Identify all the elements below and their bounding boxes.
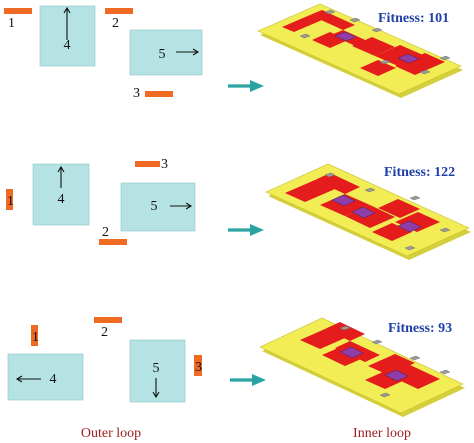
row-2-fitness: Fitness: 122 [384,165,455,180]
row-1-block-5-label: 5 [159,47,166,62]
row-1-outer-layout: 1 4 2 5 3 [4,5,203,101]
row-1-block-5-arrowhead-icon [192,48,200,56]
row-3-outer-layout: 1 2 4 5 3 [7,317,202,403]
row-2-bar-3 [135,161,160,167]
row-1-fitness: Fitness: 101 [378,11,449,26]
row-1-bar-2 [105,8,133,14]
row-2-block-4-label: 4 [58,192,65,207]
row-2-block-5 [120,182,196,232]
row-3-bar-2-label: 2 [101,325,108,340]
row-3-pcb-board [259,317,465,417]
row-3-bar-3 [194,355,202,376]
row-2-bar-3-label: 3 [161,157,168,172]
row-2-outer-layout: 1 4 3 5 2 [6,157,196,245]
row-3-block-5 [129,339,186,403]
row-3-block-5-label: 5 [153,361,160,376]
row-2-bar-2 [99,239,127,245]
row-3-fitness: Fitness: 93 [388,321,452,336]
row-3-block-4-label: 4 [50,372,57,387]
row-2-pcb-board [265,163,471,260]
row-3-block-5-arrowhead-icon [152,391,160,399]
row-2-bar-1-label: 1 [7,194,14,209]
inner-loop-caption: Inner loop [353,426,411,441]
row-2-block-5-label: 5 [151,199,158,214]
row-1-block-4-label: 4 [64,38,71,53]
row-2-bar-2-label: 2 [102,225,109,240]
row-3-bar-1 [31,325,38,346]
row-3-transition-arrow [230,374,266,386]
outer-loop-caption: Outer loop [81,426,141,441]
row-1-bar-2-label: 2 [112,16,119,31]
row-3-block-4-arrowhead-icon [15,375,23,383]
row-1-bar-1 [4,8,32,14]
row-1-pcb-board [257,3,463,98]
row-1-bar-3 [145,91,173,97]
row-3-bar-3-label: 3 [195,360,202,375]
row-2-block-4-arrowhead-icon [57,165,65,173]
row-1-transition-arrow [228,80,264,92]
row-2-transition-arrow [228,224,264,236]
row-2-bar-1 [6,189,13,210]
row-2-block-5-arrowhead-icon [185,202,193,210]
row-1-bar-1-label: 1 [8,16,15,31]
row-1-block-4-arrowhead-icon [63,6,71,14]
row-3-block-4 [7,353,84,401]
row-3-bar-2 [94,317,122,323]
row-3-bar-1-label: 1 [32,330,39,345]
row-1-bar-3-label: 3 [133,86,140,101]
